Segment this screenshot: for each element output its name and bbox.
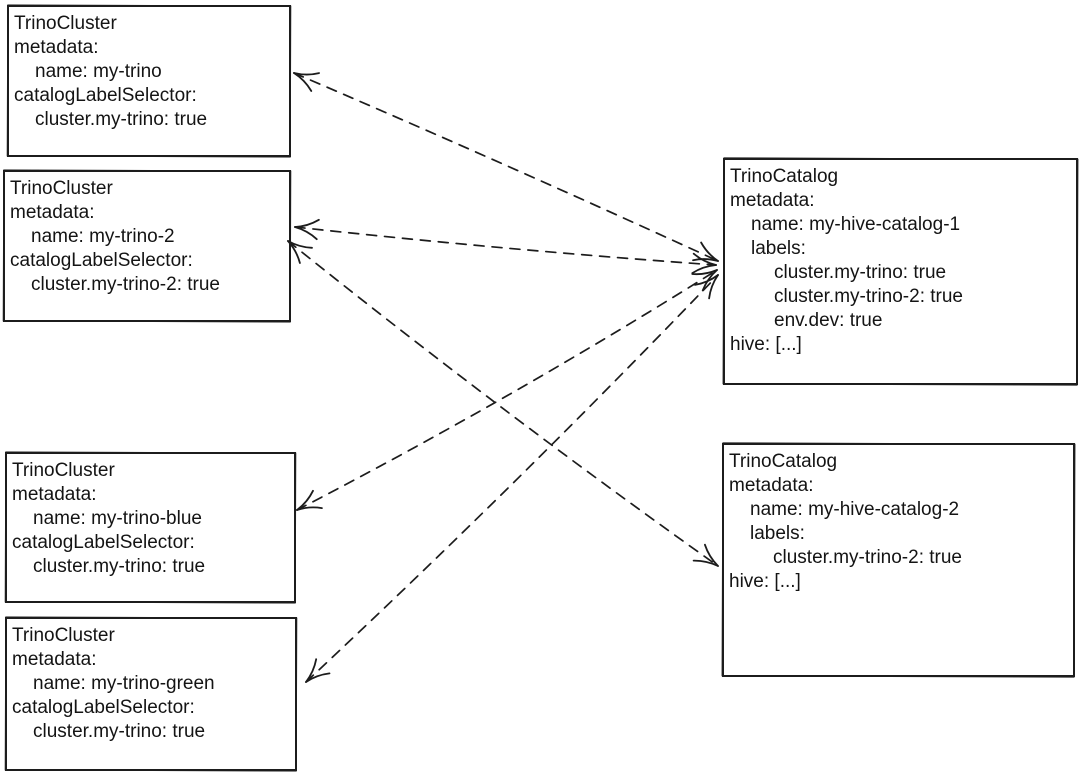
arrowhead: [692, 258, 719, 262]
yaml-line: catalogLabelSelector:: [10, 250, 193, 271]
yaml-line: TrinoCluster: [14, 13, 117, 34]
arrowhead: [691, 264, 717, 274]
yaml-line: metadata:: [730, 190, 815, 211]
yaml-line: catalogLabelSelector:: [12, 532, 195, 553]
arrowhead: [293, 72, 313, 92]
arrowhead: [691, 269, 718, 276]
node-trinocluster-my-trino: TrinoCluster metadata: name: my-trino ca…: [7, 5, 291, 157]
arrowhead: [296, 489, 314, 511]
yaml-line: hive: [...]: [729, 571, 801, 592]
arrowhead: [692, 252, 717, 266]
yaml-line: cluster.my-trino: true: [35, 109, 208, 130]
yaml-line: name: my-trino-2: [31, 226, 175, 247]
yaml-line: labels:: [750, 523, 805, 544]
yaml-line: TrinoCluster: [10, 178, 113, 199]
arrowhead: [294, 226, 318, 241]
yaml-line: TrinoCluster: [12, 460, 115, 481]
arrowhead: [305, 672, 331, 683]
yaml-line: TrinoCatalog: [729, 451, 838, 472]
yaml-line: env.dev: true: [774, 310, 883, 331]
arrowhead: [700, 241, 719, 262]
arrowhead: [701, 269, 718, 292]
arrowhead: [287, 240, 313, 249]
arrowhead: [694, 274, 719, 286]
yaml-line: cluster.my-trino-2: true: [774, 286, 963, 307]
edge-line: [287, 240, 719, 567]
edge-line: [305, 274, 719, 683]
yaml-line: name: my-trino: [35, 61, 162, 82]
arrowhead: [294, 218, 320, 228]
edge-line: [296, 269, 718, 511]
yaml-line: name: my-trino-green: [33, 673, 215, 694]
node-trinocatalog-my-hive-catalog-2: TrinoCatalog metadata: name: my-hive-cat…: [722, 443, 1075, 677]
yaml-line: cluster.my-trino-2: true: [773, 547, 962, 568]
yaml-line: metadata:: [12, 649, 97, 670]
edge-line: [293, 72, 719, 262]
yaml-line: cluster.my-trino: true: [774, 262, 947, 283]
arrowhead: [305, 658, 318, 683]
yaml-line: catalogLabelSelector:: [14, 85, 197, 106]
node-trinocluster-my-trino-green: TrinoCluster metadata: name: my-trino-gr…: [5, 617, 297, 771]
yaml-line: cluster.my-trino: true: [33, 721, 206, 742]
arrowhead: [293, 72, 320, 76]
arrowhead: [704, 543, 719, 567]
arrowhead: [708, 274, 719, 300]
yaml-line: catalogLabelSelector:: [12, 697, 195, 718]
yaml-line: cluster.my-trino: true: [33, 556, 206, 577]
yaml-line: metadata:: [12, 484, 97, 505]
node-trinocatalog-my-hive-catalog-1: TrinoCatalog metadata: name: my-hive-cat…: [723, 158, 1078, 385]
yaml-line: TrinoCatalog: [730, 166, 839, 187]
yaml-line: name: my-hive-catalog-1: [751, 214, 961, 235]
node-trinocluster-my-trino-blue: TrinoCluster metadata: name: my-trino-bl…: [5, 452, 296, 603]
arrowhead: [692, 559, 719, 567]
node-trinocluster-my-trino-2: TrinoCluster metadata: name: my-trino-2 …: [3, 170, 291, 322]
yaml-line: labels:: [751, 238, 806, 259]
yaml-line: metadata:: [10, 202, 95, 223]
yaml-line: metadata:: [729, 475, 814, 496]
yaml-line: TrinoCluster: [12, 625, 115, 646]
yaml-line: hive: [...]: [730, 334, 802, 355]
yaml-line: name: my-hive-catalog-2: [750, 499, 960, 520]
yaml-line: metadata:: [14, 37, 99, 58]
yaml-line: name: my-trino-blue: [33, 508, 202, 529]
edge-line: [294, 226, 717, 266]
arrowhead: [296, 506, 323, 511]
yaml-line: cluster.my-trino-2: true: [31, 274, 220, 295]
